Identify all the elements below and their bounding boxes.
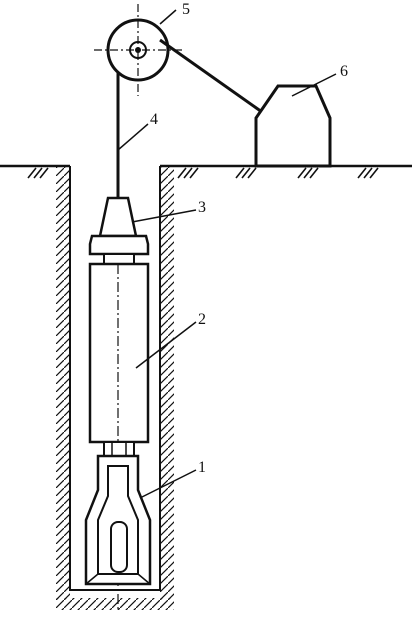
pulley	[94, 4, 182, 96]
borehole	[56, 166, 174, 610]
leader-1	[139, 469, 197, 499]
downhole-tool	[84, 454, 152, 586]
callout-label-1: 1	[198, 459, 206, 476]
leader-4	[117, 123, 149, 151]
winch-truck	[254, 84, 332, 168]
callout-label-2: 2	[198, 311, 206, 328]
callout-leaders	[117, 9, 337, 499]
cable-head	[88, 196, 150, 265]
leader-5	[159, 9, 177, 25]
callout-label-6: 6	[340, 63, 348, 80]
cable	[116, 38, 263, 198]
callout-label-4: 4	[150, 111, 158, 128]
tool-body	[88, 262, 150, 444]
tool-coupling	[103, 441, 135, 457]
leader-2	[135, 321, 197, 369]
callout-label-3: 3	[198, 199, 206, 216]
callout-label-5: 5	[182, 1, 190, 18]
leader-6	[291, 73, 337, 97]
leader-3	[131, 209, 197, 223]
